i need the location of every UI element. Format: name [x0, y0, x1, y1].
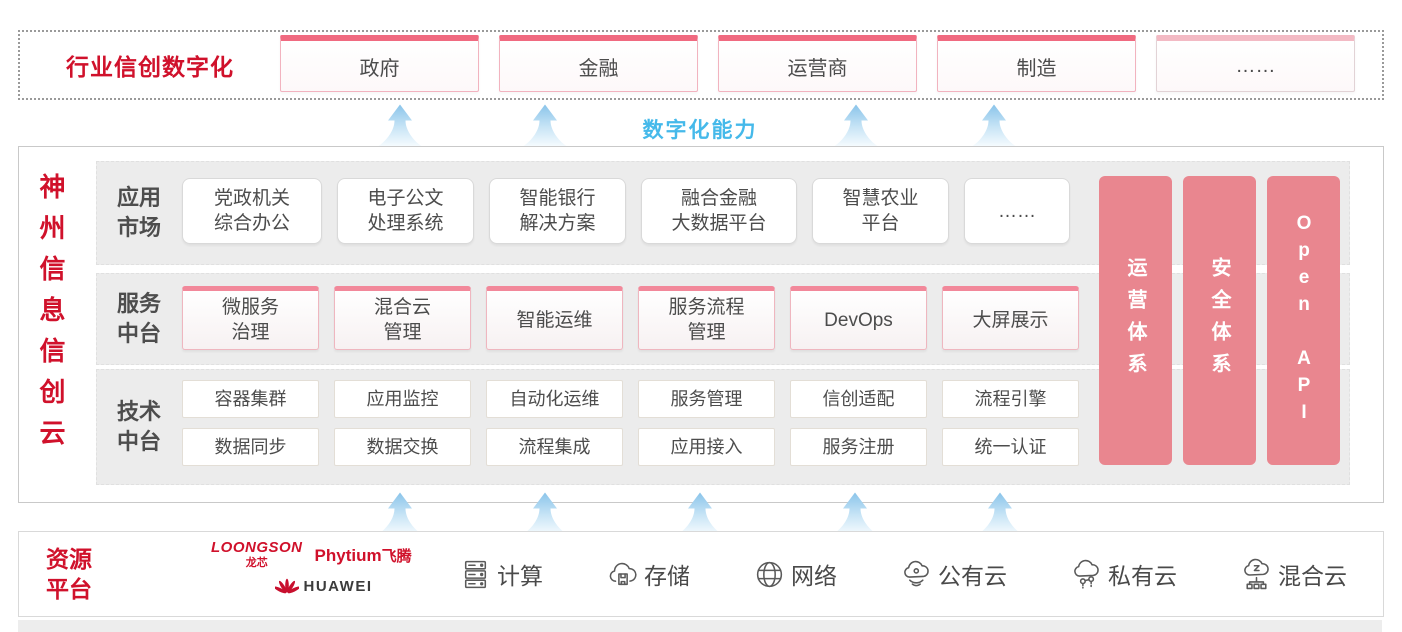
loongson-cn-label: 龙芯: [245, 557, 268, 569]
huawei-wordmark: HUAWEI: [303, 577, 373, 595]
network-globe-icon: [756, 561, 783, 587]
platform-box: 神州信息信创云 应用 市场 党政机关 综合办公 电子公文 处理系统 智能银行 解…: [18, 146, 1384, 503]
industry-box-operator: 运营商: [718, 35, 917, 92]
svc-box-hybrid-cloud-mgmt: 混合云 管理: [334, 286, 471, 350]
app-box-smart-banking: 智能银行 解决方案: [489, 178, 626, 244]
resource-item-public-cloud: 公有云: [900, 557, 1007, 591]
tech-label: 技术 中台: [117, 399, 162, 454]
resource-item-label: 混合云: [1278, 563, 1347, 589]
sidebar-open-api: Open API: [1267, 176, 1340, 465]
up-arrow-icon: [972, 104, 1016, 147]
phytium-cn-label: 飞腾: [381, 548, 412, 565]
bottom-strip: [18, 620, 1382, 632]
resource-item-hybrid-cloud: 混合云: [1240, 557, 1347, 591]
huawei-flower-icon: [274, 578, 299, 594]
vendor-logos: LOONGSON 龙芯 Phytium 飞腾: [211, 539, 436, 596]
resource-item-label: 私有云: [1108, 563, 1177, 589]
app-market-label: 应用 市场: [117, 185, 162, 240]
tech-box-process-engine: 流程引擎: [942, 380, 1079, 418]
phytium-logo: Phytium 飞腾: [315, 545, 412, 566]
tech-row-1: 容器集群 应用监控 自动化运维 服务管理 信创适配 流程引擎: [182, 380, 1079, 418]
industry-box-government: 政府: [280, 35, 479, 92]
industry-banner: 行业信创数字化 政府 金融 运营商 制造 ……: [18, 30, 1384, 100]
industry-box-manufacturing: 制造: [937, 35, 1136, 92]
service-row: 微服务 治理 混合云 管理 智能运维 服务流程 管理 DevOps 大屏展示: [182, 286, 1079, 350]
tech-box-data-exchange: 数据交换: [334, 428, 471, 466]
industry-row: 政府 金融 运营商 制造 ……: [280, 35, 1355, 92]
private-cloud-icon: [1074, 559, 1099, 589]
resource-item-storage: 存储: [606, 557, 690, 591]
app-box-smart-agriculture: 智慧农业 平台: [812, 178, 949, 244]
hybrid-cloud-icon: [1244, 558, 1269, 589]
loongson-logo: LOONGSON 龙芯: [211, 539, 303, 570]
industry-banner-title: 行业信创数字化: [66, 54, 234, 80]
tech-row-2: 数据同步 数据交换 流程集成 应用接入 服务注册 统一认证: [182, 428, 1079, 466]
industry-box-finance: 金融: [499, 35, 698, 92]
loongson-wordmark: LOONGSON: [211, 539, 303, 556]
app-box-more: ……: [964, 178, 1070, 244]
tech-box-data-sync: 数据同步: [182, 428, 319, 466]
tech-box-app-monitoring: 应用监控: [334, 380, 471, 418]
resource-item-network: 网络: [753, 557, 837, 591]
svc-box-microservice-governance: 微服务 治理: [182, 286, 319, 350]
resource-item-private-cloud: 私有云: [1070, 557, 1177, 591]
tech-box-auto-ops: 自动化运维: [486, 380, 623, 418]
storage-cloud-icon: [609, 562, 637, 585]
service-label: 服务 中台: [117, 291, 162, 346]
tech-box-unified-auth: 统一认证: [942, 428, 1079, 466]
resource-platform-box: 资源 平台 LOONGSON 龙芯 Phytium 飞腾: [18, 531, 1384, 617]
up-arrow-icon: [523, 492, 567, 535]
sidebar-security-label: 安全体系: [1208, 256, 1230, 385]
vendor-row: LOONGSON 龙芯 Phytium 飞腾: [211, 539, 436, 570]
public-cloud-icon: [904, 560, 929, 586]
app-box-party-gov-office: 党政机关 综合办公: [182, 178, 322, 244]
app-box-finance-bigdata: 融合金融 大数据平台: [641, 178, 797, 244]
svc-box-service-process-mgmt: 服务流程 管理: [638, 286, 775, 350]
industry-box-more: ……: [1156, 35, 1355, 92]
tech-box-process-integration: 流程集成: [486, 428, 623, 466]
up-arrow-icon: [523, 104, 567, 147]
app-box-edoc-system: 电子公文 处理系统: [337, 178, 474, 244]
resource-item-label: 计算: [497, 563, 543, 589]
svc-box-big-screen: 大屏展示: [942, 286, 1079, 350]
phytium-wordmark: Phytium: [314, 546, 382, 565]
resource-item-label: 存储: [644, 563, 690, 589]
tech-box-container-cluster: 容器集群: [182, 380, 319, 418]
svc-box-devops: DevOps: [790, 286, 927, 350]
server-icon: [464, 560, 487, 588]
tech-box-app-access: 应用接入: [638, 428, 775, 466]
huawei-logo: HUAWEI: [211, 576, 436, 596]
tech-box-service-mgmt: 服务管理: [638, 380, 775, 418]
sidebar-security-system: 安全体系: [1183, 176, 1256, 465]
up-arrow-icon: [378, 104, 422, 147]
sidebar-open-api-label: Open API: [1293, 212, 1315, 429]
resource-items: 计算 存储 网络: [459, 532, 1347, 616]
sidebar-operation-system: 运营体系: [1099, 176, 1172, 465]
platform-title: 神州信息信创云: [36, 173, 66, 460]
digital-capability-label: 数字化能力: [642, 119, 758, 142]
up-arrow-icon: [978, 492, 1022, 535]
svc-box-intelligent-ops: 智能运维: [486, 286, 623, 350]
tech-box-xinchuang-adapt: 信创适配: [790, 380, 927, 418]
up-arrow-icon: [833, 492, 877, 535]
resource-platform-title: 资源 平台: [46, 546, 92, 602]
resource-item-label: 公有云: [938, 563, 1007, 589]
up-arrow-icon: [378, 492, 422, 535]
sidebar-operation-label: 运营体系: [1124, 256, 1146, 385]
up-arrow-icon: [678, 492, 722, 535]
app-market-row: 党政机关 综合办公 电子公文 处理系统 智能银行 解决方案 融合金融 大数据平台…: [182, 178, 1070, 244]
resource-item-compute: 计算: [459, 557, 543, 591]
up-arrow-icon: [834, 104, 878, 147]
resource-item-label: 网络: [791, 563, 837, 589]
tech-box-service-registry: 服务注册: [790, 428, 927, 466]
